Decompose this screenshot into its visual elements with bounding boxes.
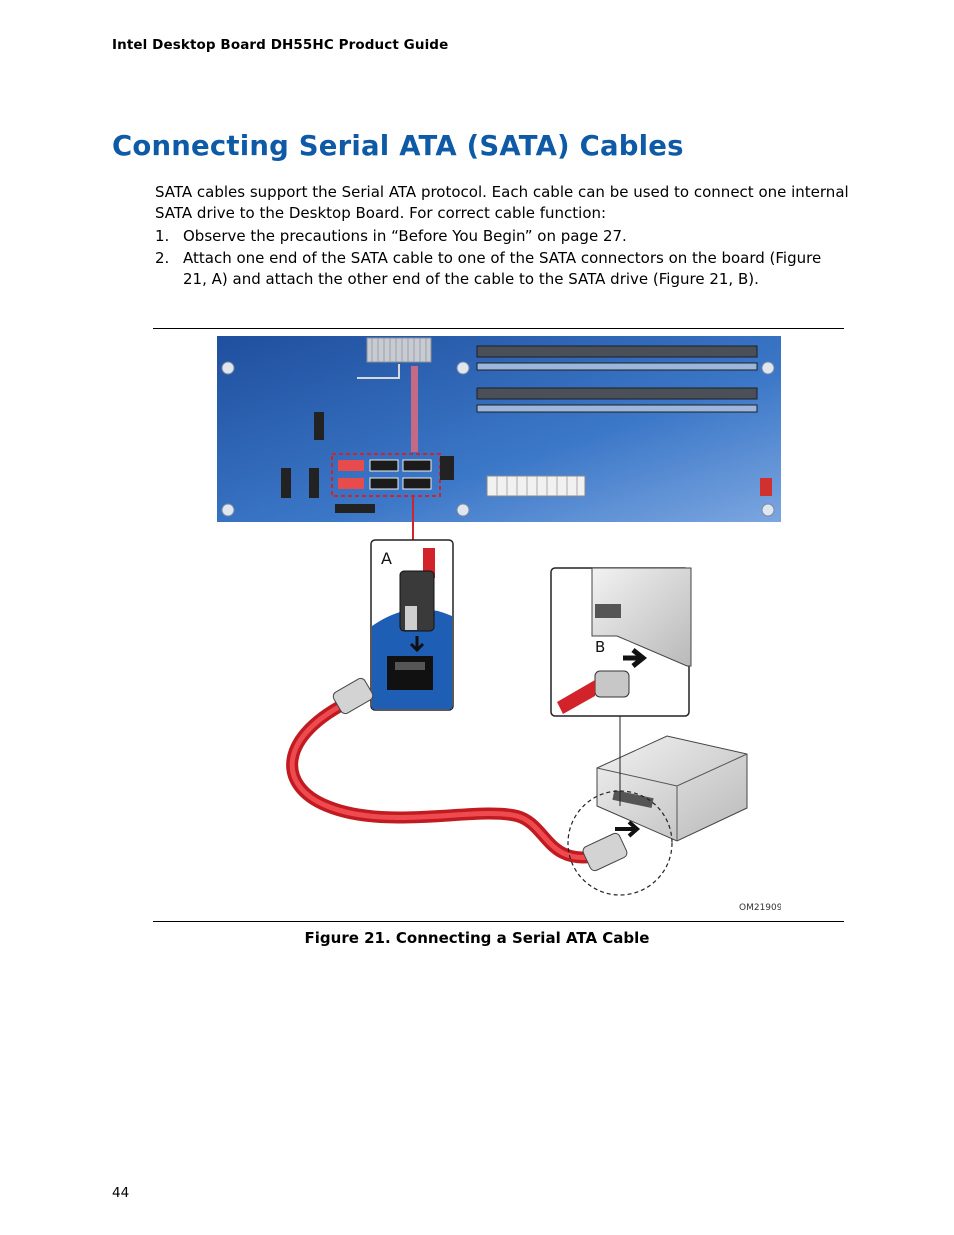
callout-a-box — [370, 539, 454, 711]
figure-caption: Figure 21. Connecting a Serial ATA Cable — [304, 929, 650, 947]
drawing-id: OM21909 — [739, 903, 781, 913]
page-title: Connecting Serial ATA (SATA) Cables — [112, 130, 684, 162]
step-number: 2. — [155, 249, 170, 267]
list-item: 2. Attach one end of the SATA cable to o… — [155, 248, 845, 289]
intro-paragraph: SATA cables support the Serial ATA proto… — [155, 183, 849, 222]
sata-cable — [286, 694, 603, 864]
page-number: 44 — [112, 1185, 130, 1201]
callout-a-label: A — [381, 549, 392, 568]
callout-b-box — [550, 567, 692, 717]
figure-bottom-rule — [153, 921, 844, 922]
figure-top-rule — [153, 328, 844, 329]
steps-list: 1. Observe the precautions in “Before Yo… — [155, 226, 845, 291]
sata-diagram: A B OM21909 — [217, 336, 783, 913]
figure-illustration: A B OM21909 — [217, 336, 783, 916]
step-number: 1. — [155, 227, 170, 245]
motherboard — [217, 336, 781, 522]
callout-b-label: B — [595, 638, 605, 656]
step-text: Observe the precautions in “Before You B… — [183, 227, 627, 245]
step-text: Attach one end of the SATA cable to one … — [183, 249, 822, 288]
running-header: Intel Desktop Board DH55HC Product Guide — [112, 37, 449, 53]
hard-drive — [596, 735, 748, 842]
list-item: 1. Observe the precautions in “Before Yo… — [155, 226, 845, 247]
